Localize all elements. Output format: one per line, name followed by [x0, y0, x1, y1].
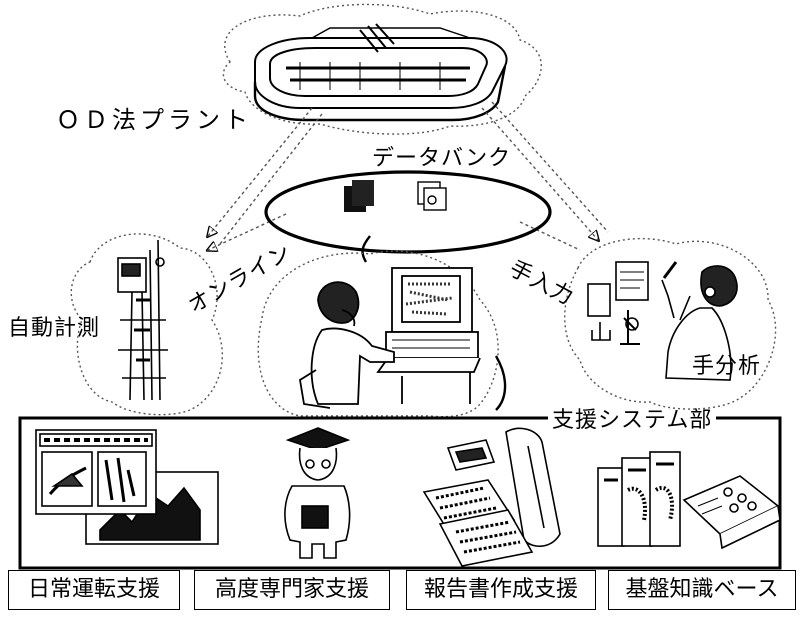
knowledge-base-illustration: [597, 451, 781, 550]
operator-cloud: [257, 250, 499, 418]
computer-operator-illustration: [299, 267, 481, 409]
box-advanced-expert-support: 高度専門家支援: [194, 570, 390, 610]
box-report-writing-support: 報告書作成支援: [406, 570, 596, 610]
plant-cloud: [222, 3, 542, 135]
box-foundational-knowledge-base: 基盤知識ベース: [608, 570, 796, 610]
measuring-instruments-illustration: [117, 239, 168, 401]
support-section-title: 支援システム部: [548, 410, 717, 432]
manual-analysis-label: 手分析: [692, 354, 762, 379]
expert-illustration: [284, 427, 351, 559]
box-daily-operation-support: 日常運転支援: [8, 570, 180, 610]
lab-analyst-illustration: [587, 261, 738, 381]
plant-illustration: [253, 23, 508, 122]
plant-arrows: [208, 101, 609, 250]
support-system-frame: [18, 416, 782, 570]
databank-label: データバンク: [372, 146, 512, 171]
databank-icons: [344, 180, 447, 212]
support-category-row: 日常運転支援 高度専門家支援 報告書作成支援 基盤知識ベース: [8, 570, 798, 612]
manual-analysis-cloud: [564, 237, 777, 410]
daily-operation-illustration: [35, 429, 219, 545]
databank-ellipse: [264, 170, 552, 254]
report-illustration: [422, 427, 561, 567]
auto-measure-label: 自動計測: [8, 316, 101, 341]
plant-label: ＯＤ法プラント: [56, 106, 252, 134]
